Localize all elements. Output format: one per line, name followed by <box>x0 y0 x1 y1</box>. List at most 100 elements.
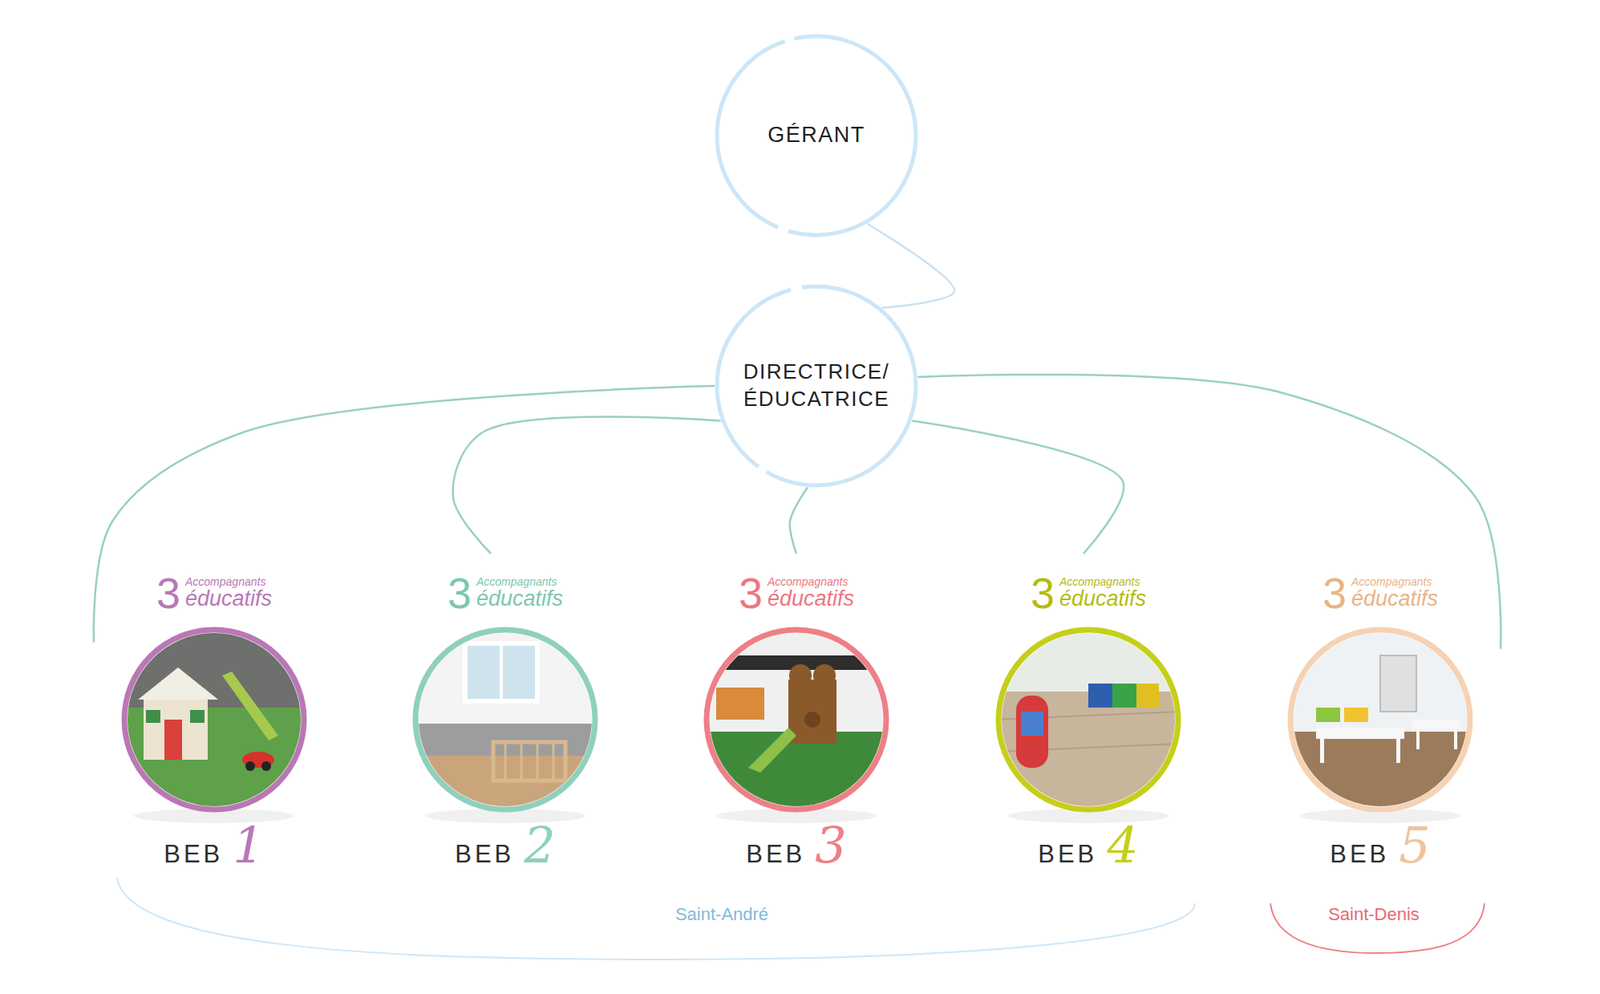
photo-detail <box>520 743 523 779</box>
circle-outline <box>716 36 916 235</box>
org-connector <box>789 487 808 554</box>
photo-detail <box>1316 727 1405 739</box>
unit-name: BEB <box>1037 841 1098 867</box>
staff-count: 3 <box>1030 571 1055 615</box>
unit-number: 1 <box>232 820 264 871</box>
staff-label: Accompagnants <box>1351 575 1432 588</box>
staff-label: Accompagnantséducatifs <box>1059 575 1147 610</box>
role-circle: DIRECTRICE/ ÉDUCATRICE <box>714 283 919 488</box>
photo-detail <box>1288 627 1473 812</box>
photo-bedroom <box>413 627 598 823</box>
photo-detail <box>124 629 304 810</box>
photo-detail <box>704 627 889 812</box>
card-header: 3Accompagnantséducatifs <box>93 571 335 624</box>
photo-detail <box>552 743 555 779</box>
photo-detail <box>413 627 598 724</box>
staff-label: Accompagnants <box>185 575 266 588</box>
staff-count: 3 <box>738 571 763 615</box>
team-card: 3AccompagnantséducatifsBEB5 <box>1259 553 1501 883</box>
unit-name: BEB <box>745 841 806 867</box>
unit-name: BEB <box>1329 841 1390 867</box>
staff-label: éducatifs <box>476 587 564 610</box>
photo-detail <box>1136 683 1159 708</box>
group-bracket <box>117 877 1195 960</box>
unit-name: BEB <box>1329 841 1390 867</box>
photo-detail <box>1454 729 1458 750</box>
org-connector <box>911 420 1124 554</box>
staff-count: 3 <box>156 571 181 615</box>
role-name: GÉRANT <box>767 121 866 150</box>
org-connector <box>453 417 722 554</box>
photo-detail <box>145 709 161 723</box>
photo-detail <box>1016 695 1049 768</box>
photo-space <box>1259 623 1501 821</box>
circle-outline <box>714 283 919 488</box>
card-header: 3Accompagnantséducatifs <box>156 571 272 615</box>
photo-detail <box>996 627 1181 812</box>
unit-number: 2 <box>523 820 555 871</box>
photo-detail <box>748 727 797 773</box>
card-footer: BEB 4 <box>968 820 1209 877</box>
card-footer: BEB3 <box>745 820 847 871</box>
card-header: 3 Accompagnantséducatifs <box>384 571 626 624</box>
staff-label: éducatifs <box>767 587 855 610</box>
unit-number: 4 <box>1106 820 1139 871</box>
staff-count: 3 <box>447 571 472 615</box>
unit-name: BEB <box>163 841 223 867</box>
photo-detail <box>716 687 765 720</box>
unit-name: BEB <box>454 841 515 867</box>
staff-label: Accompagnants <box>476 575 557 588</box>
photo-playroom <box>996 627 1181 823</box>
card-header: 3Accompagnantséducatifs <box>968 571 1209 624</box>
staff-label: éducatifs <box>767 587 855 610</box>
staff-count: 3 <box>156 571 181 615</box>
photo-detail <box>1344 707 1369 722</box>
photo-detail <box>1380 655 1417 712</box>
photo-detail <box>1290 629 1471 810</box>
card-footer: BEB3 <box>676 820 917 877</box>
photo-detail <box>261 761 272 771</box>
staff-label: éducatifs <box>476 587 564 610</box>
unit-number: 5 <box>1398 820 1430 871</box>
card-footer: BEB 1 <box>163 820 264 871</box>
photo-detail <box>1288 731 1473 812</box>
unit-number: 1 <box>232 820 264 871</box>
photo-detail <box>465 643 538 701</box>
photo-space <box>384 623 626 821</box>
unit-name: BEB <box>454 841 515 867</box>
staff-count: 3 <box>1322 571 1347 615</box>
staff-label: éducatifs <box>1059 587 1147 610</box>
photo-playground <box>704 627 889 823</box>
photo-space <box>968 623 1209 821</box>
circle-content: GÉRANT <box>714 33 919 238</box>
photo-detail <box>788 679 837 744</box>
photo-detail <box>789 664 812 687</box>
photo-detail <box>222 671 279 741</box>
staff-label: Accompagnantséducatifs <box>185 575 272 610</box>
card-footer: BEB 2 <box>384 820 626 877</box>
photo-detail <box>1088 683 1113 708</box>
photo-detail <box>143 699 208 760</box>
role-name: DIRECTRICE/ ÉDUCATRICE <box>736 358 897 414</box>
photo-detail <box>706 629 887 810</box>
photo-space <box>676 623 917 821</box>
org-connector <box>867 223 956 308</box>
photo-detail <box>493 741 566 781</box>
card-header: 3Accompagnantséducatifs <box>1322 571 1438 615</box>
photo-detail <box>245 761 256 771</box>
org-connector <box>93 385 715 643</box>
staff-count: 3 <box>738 571 763 615</box>
staff-label: Accompagnants <box>1059 575 1140 588</box>
team-card: 3AccompagnantséducatifsBEB4 <box>968 553 1209 883</box>
org-connector <box>918 374 1502 649</box>
photo-detail <box>1320 738 1325 763</box>
site-label: Saint-Denis <box>1324 903 1423 925</box>
staff-label: Accompagnants <box>767 575 848 588</box>
unit-name: BEB <box>163 841 223 867</box>
photo-detail <box>1316 707 1341 722</box>
photo-detail <box>190 709 205 723</box>
circle-content: DIRECTRICE/ ÉDUCATRICE <box>714 283 919 488</box>
card-footer: BEB 5 <box>1259 820 1501 877</box>
staff-label: Accompagnants <box>767 575 848 588</box>
card-footer: BEB 1 <box>93 820 335 877</box>
